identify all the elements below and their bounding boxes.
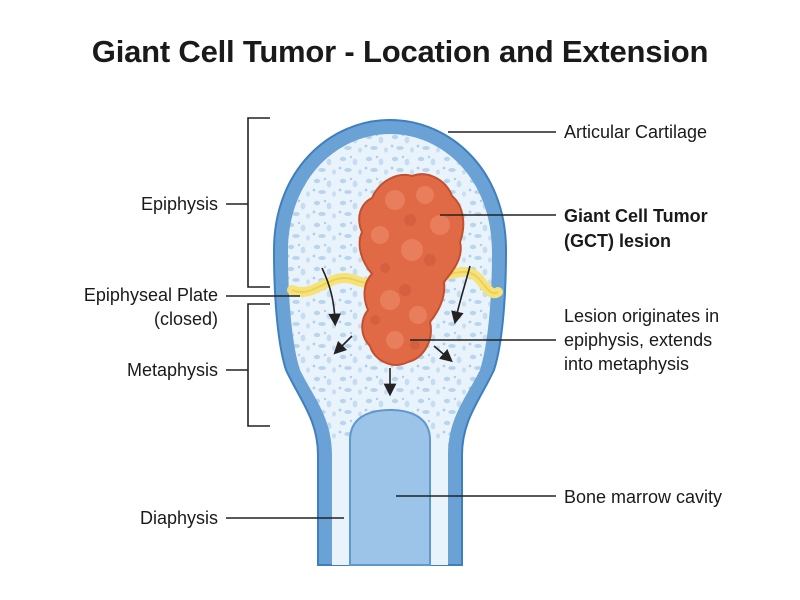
label-articular-cartilage: Articular Cartilage xyxy=(564,122,708,142)
label-epiphyseal-plate-line2: (closed) xyxy=(153,309,218,329)
page-title: Giant Cell Tumor - Location and Extensio… xyxy=(91,34,709,69)
down-arrow-icon xyxy=(321,267,342,327)
label-gct-line2: (GCT) lesion xyxy=(564,231,671,251)
label-extension-line3: into metaphysis xyxy=(564,354,690,374)
label-metaphysis: Metaphysis xyxy=(126,360,218,380)
extension-arrows xyxy=(321,265,471,397)
label-extension-line2: epiphysis, extends xyxy=(564,330,713,350)
down-arrow-icon xyxy=(451,265,471,325)
label-epiphyseal-plate-line1: Epiphyseal Plate xyxy=(83,285,218,305)
label-marrow-cavity: Bone marrow cavity xyxy=(564,487,723,507)
diagonal-arrow-icon xyxy=(433,345,453,363)
label-gct-line1: Giant Cell Tumor xyxy=(564,206,708,226)
label-extension-line1: Lesion originates in xyxy=(564,306,720,326)
metaphysis-bracket xyxy=(247,303,270,427)
marrow-cavity xyxy=(349,408,431,566)
epiphysis-bracket xyxy=(247,117,270,288)
label-diaphysis: Diaphysis xyxy=(139,508,218,528)
diagonal-arrow-icon xyxy=(333,335,353,355)
label-epiphysis: Epiphysis xyxy=(140,194,218,214)
